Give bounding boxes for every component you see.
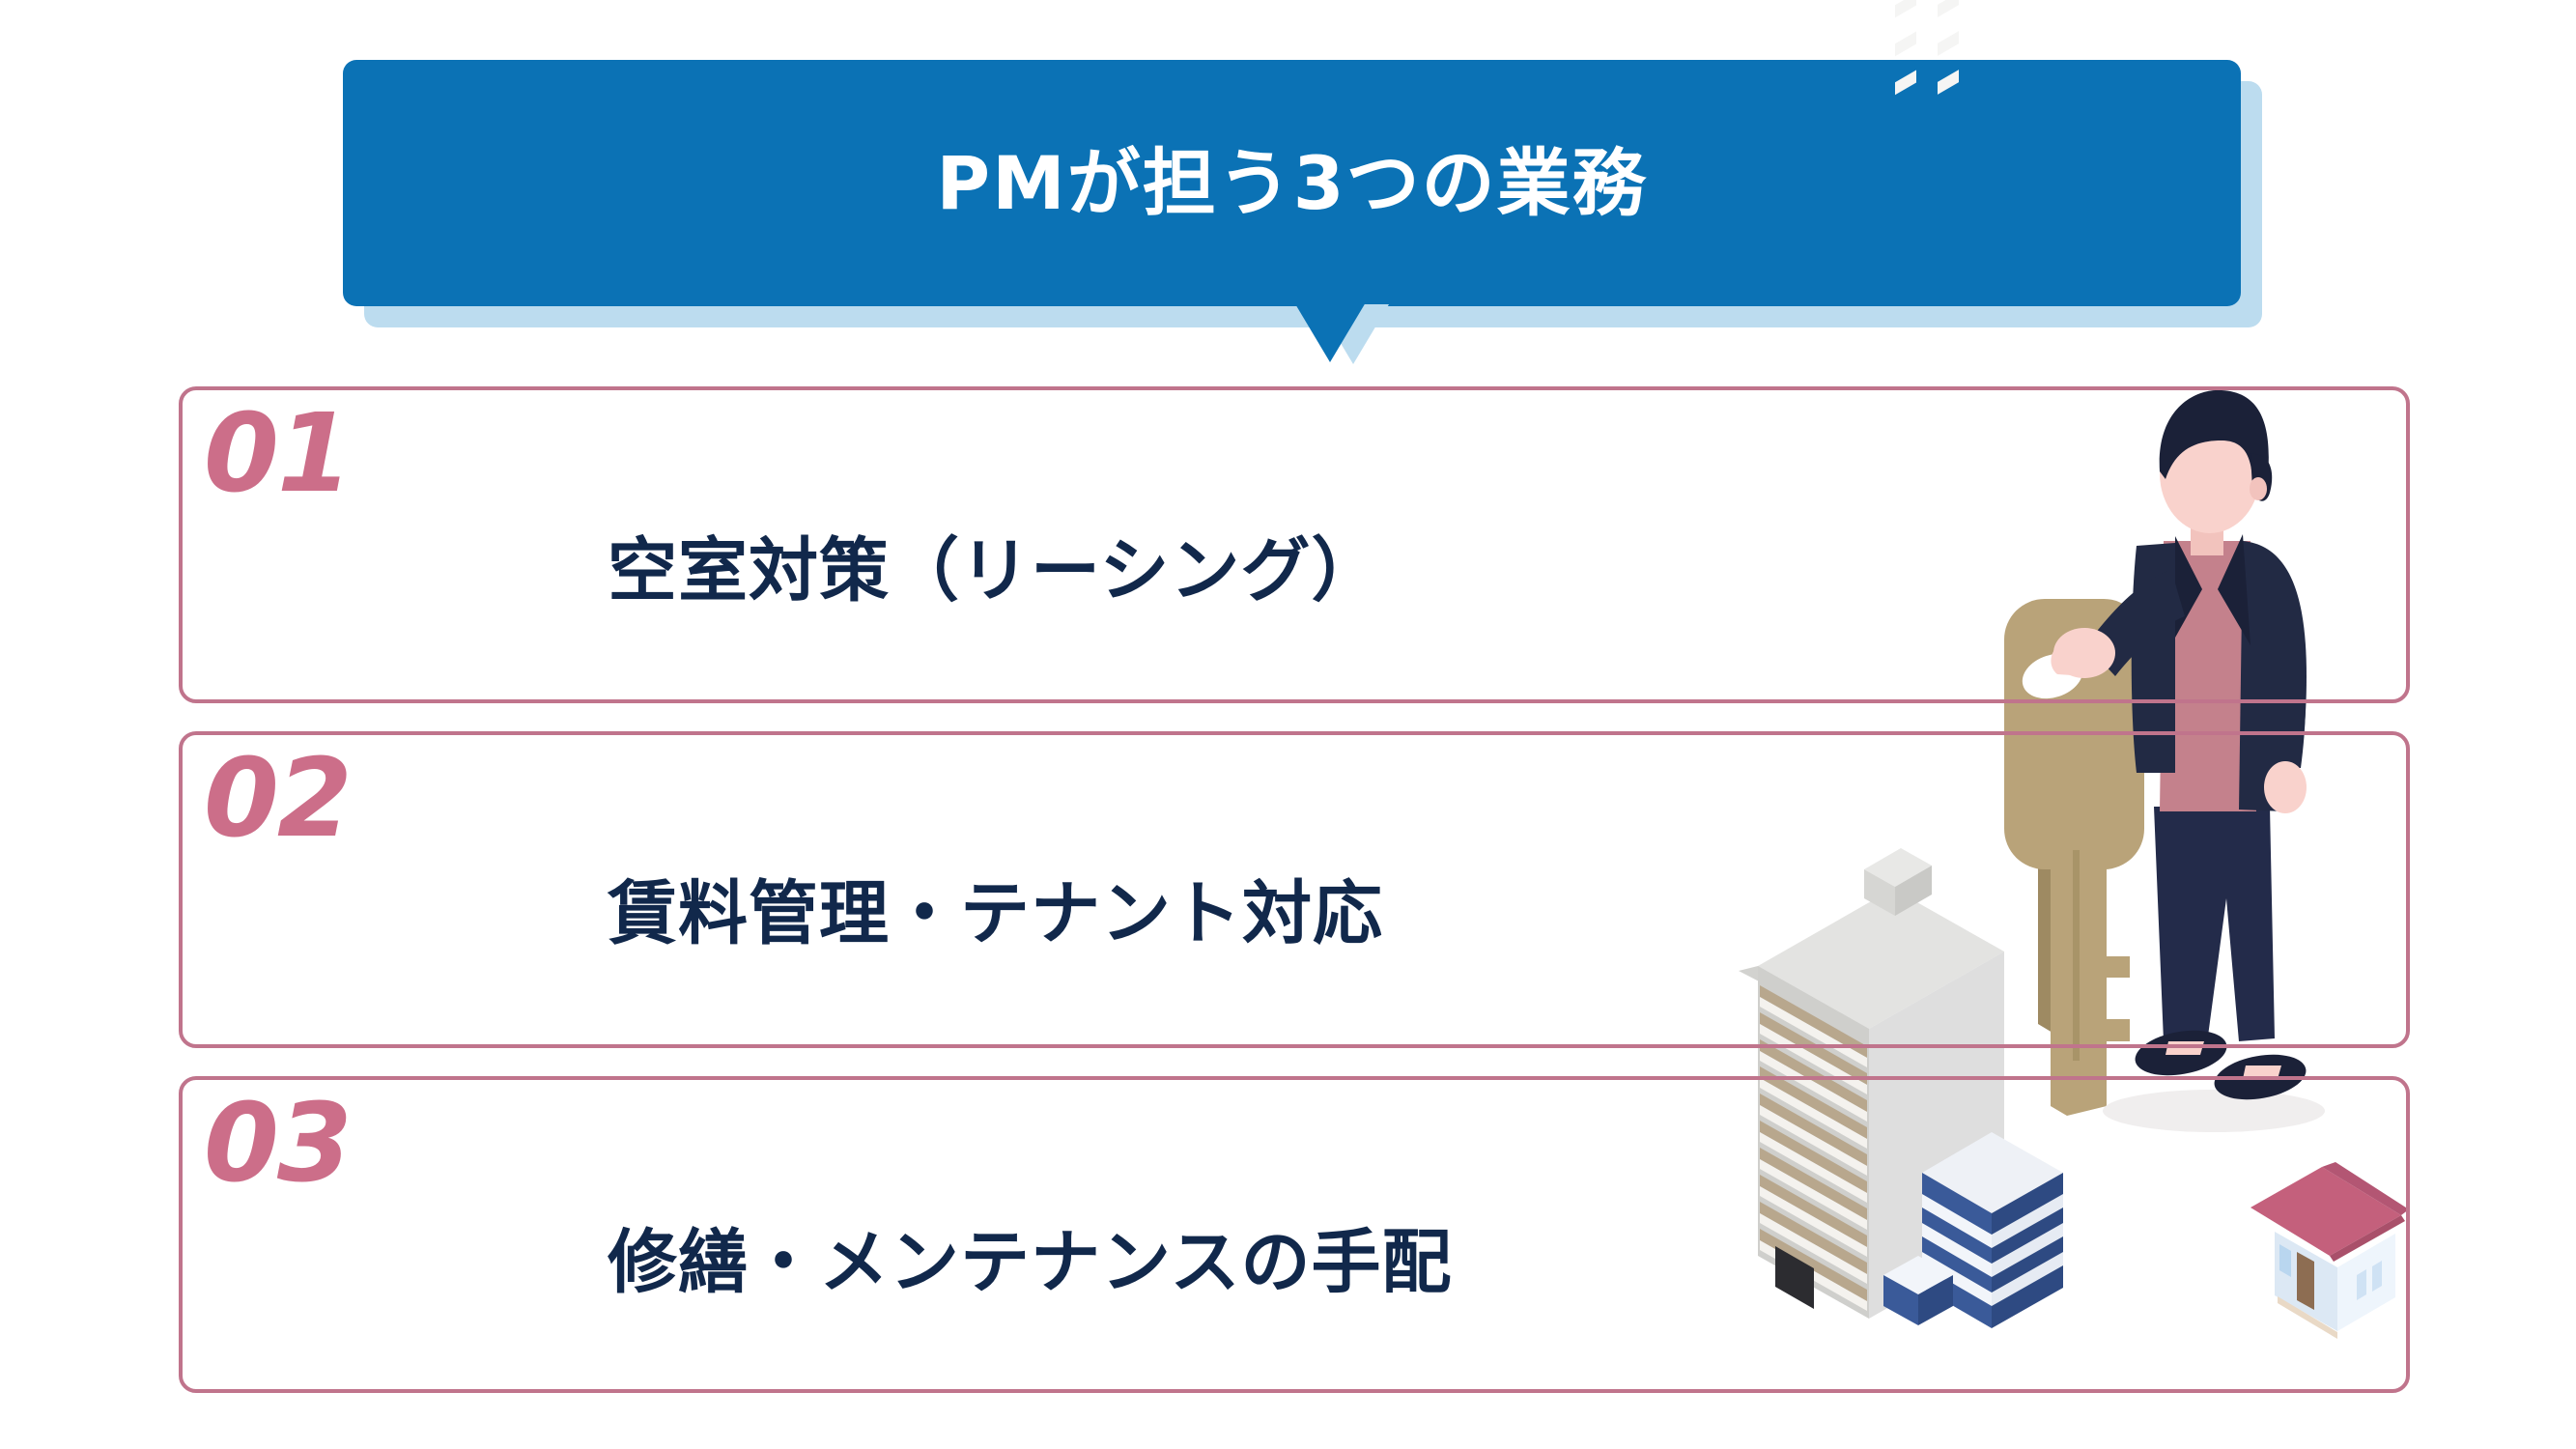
list-item[interactable]: 01 空室対策（リーシング） [179,386,2410,703]
row-number: 02 [204,736,353,862]
title-banner: PMが担う3つの業務 [343,60,2262,327]
row-number: 03 [204,1081,353,1207]
row-label: 空室対策（リーシング） [608,529,1382,611]
banner-pointer-icon [1294,302,1366,362]
page-title: PMが担う3つの業務 [936,139,1648,226]
list-item[interactable]: 03 修繕・メンテナンスの手配 [179,1076,2410,1393]
row-label: 賃料管理・テナント対応 [608,872,1384,954]
list-item[interactable]: 02 賃料管理・テナント対応 [179,731,2410,1048]
row-label: 修繕・メンテナンスの手配 [608,1221,1453,1303]
title-banner-body: PMが担う3つの業務 [343,60,2241,306]
row-number: 01 [204,391,353,517]
